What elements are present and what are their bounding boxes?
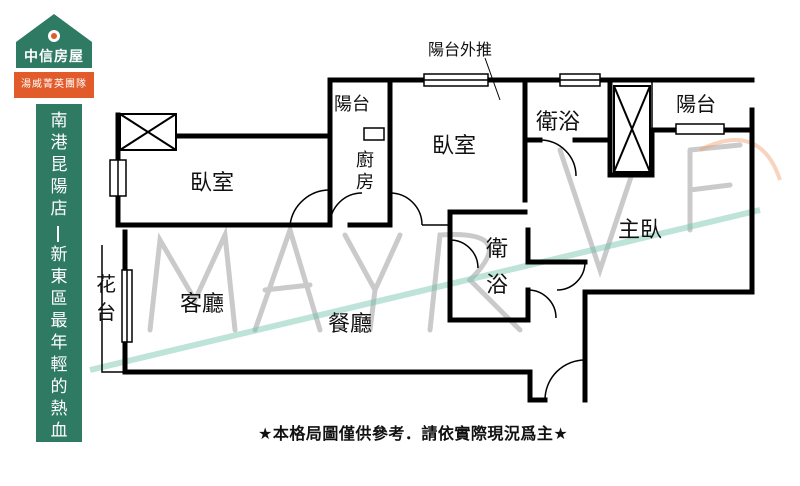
room-label-balcony-right: 陽台 [676, 92, 716, 116]
room-label-master-bedroom: 主臥 [618, 218, 663, 243]
window-master-balcony [675, 123, 725, 135]
balcony-walls [101, 80, 653, 373]
room-label-living-room: 客廳 [180, 292, 225, 317]
walls [115, 77, 755, 403]
window-kitchen [363, 127, 385, 141]
balcony-push-out-pointer [484, 57, 501, 101]
brand-logo-house-icon [16, 14, 92, 68]
door-swings [289, 139, 586, 401]
room-label-balcony-mid: 陽台 [334, 94, 370, 115]
store-name-vertical: 南 港 昆 陽 店 [50, 111, 68, 219]
room-label-dining-room: 餐廳 [328, 312, 373, 337]
room-label-bedroom-mid: 臥室 [432, 134, 477, 159]
room-label-planter: 花 台 [96, 272, 116, 324]
watermark [147, 142, 743, 333]
divider [57, 226, 63, 242]
watermark-stroke [89, 207, 761, 373]
room-label-bedroom-left: 臥室 [190, 171, 235, 196]
room-label-kitchen: 廚 房 [356, 150, 374, 193]
disclaimer-text: ★本格局圖僅供參考．請依實際現況爲主★ [258, 424, 569, 443]
room-label-bathroom-mid: 衛 浴 [486, 237, 509, 298]
room-label-bathroom-top: 衛浴 [536, 110, 581, 135]
brand-name: 中信房屋 [24, 49, 84, 65]
windows [109, 73, 725, 343]
room-label-balcony-push-out: 陽台外推 [428, 40, 493, 59]
brand-team-banner: 湯威菁英團隊 [14, 72, 94, 98]
duct-shafts [119, 85, 651, 173]
floor-plan [89, 57, 782, 403]
